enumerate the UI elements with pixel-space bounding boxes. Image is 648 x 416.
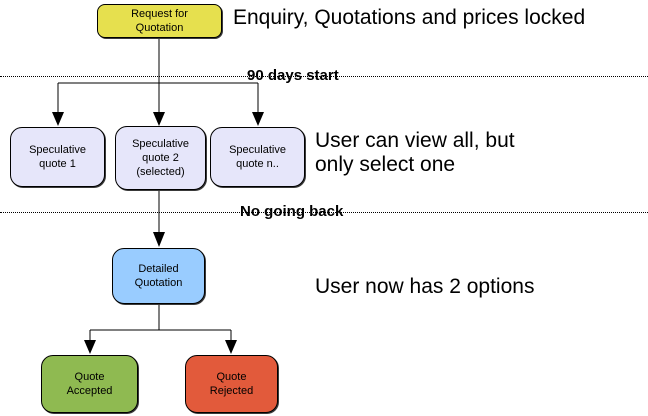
node-speculative-quote-n: Speculative quote n.. xyxy=(210,127,305,187)
phase-divider-line-2 xyxy=(0,212,648,213)
node-quote-accepted: Quote Accepted xyxy=(41,355,138,413)
arrowhead-detailed xyxy=(153,232,165,247)
arrowhead-spec1 xyxy=(52,112,64,126)
annotation-user-two-options: User now has 2 options xyxy=(315,275,535,298)
node-quote-rejected: Quote Rejected xyxy=(185,355,278,413)
arrowhead-accepted xyxy=(84,340,96,354)
phase-label-90-days-start: 90 days start xyxy=(247,67,339,84)
phase-divider-line-1 xyxy=(0,76,648,77)
arrowhead-spec2 xyxy=(153,112,165,126)
node-speculative-quote-2-selected: Speculative quote 2 (selected) xyxy=(115,126,206,190)
node-detailed-quotation: Detailed Quotation xyxy=(112,248,205,304)
node-request-for-quotation: Request for Quotation xyxy=(97,4,222,38)
phase-label-no-going-back: No going back xyxy=(240,203,344,220)
annotation-user-can-view-all: User can view all, but only select one xyxy=(315,129,515,176)
arrowhead-specn xyxy=(252,112,264,126)
node-speculative-quote-1: Speculative quote 1 xyxy=(10,127,105,187)
arrowhead-rejected xyxy=(225,340,237,354)
annotation-enquiry-prices-locked: Enquiry, Quotations and prices locked xyxy=(233,6,586,29)
